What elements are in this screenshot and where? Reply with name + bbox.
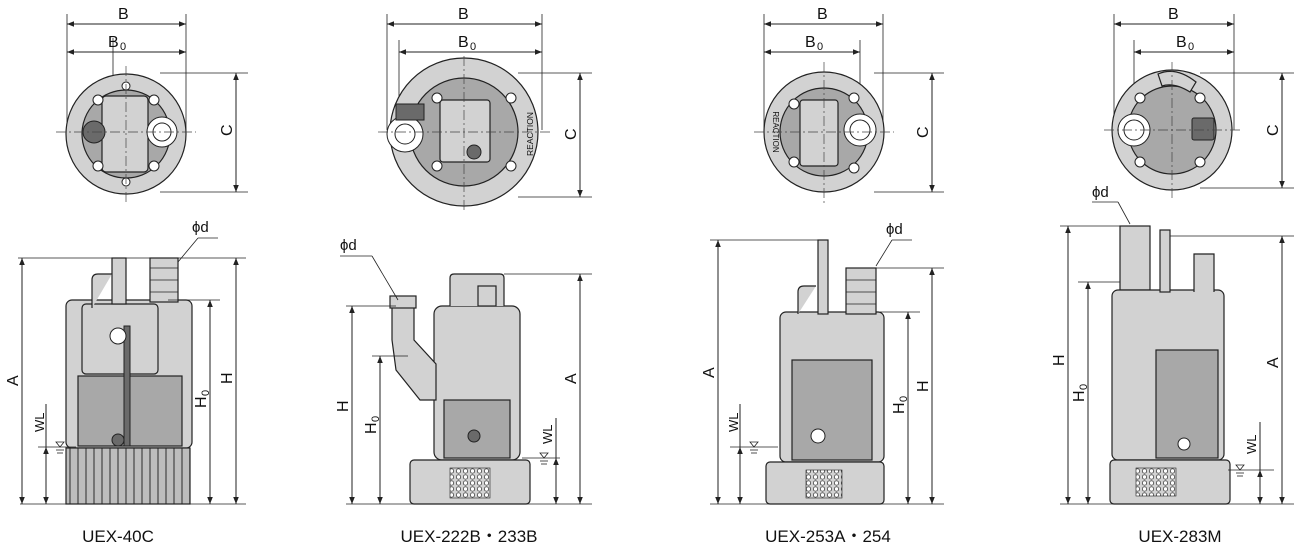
label-a: A [701,367,718,378]
reaction-mark-222b: REACTION [525,112,535,156]
front-view-uex-222b [340,255,592,505]
pump-uex-40c [18,14,248,505]
label-a: A [1265,357,1282,368]
svg-text:H: H [891,402,908,414]
label-b: B [1168,6,1179,23]
label-phi-d: ϕd [192,219,209,236]
svg-text:0: 0 [120,41,126,53]
top-view-uex-222b: REACTION [378,14,592,210]
svg-text:H: H [193,396,210,408]
svg-text:B: B [1176,34,1187,51]
svg-text:H: H [1071,390,1088,402]
svg-text:0: 0 [370,416,382,422]
svg-text:0: 0 [1188,41,1194,53]
label-h: H [1051,354,1068,366]
label-c: C [219,124,236,136]
front-view-uex-253a [710,239,944,505]
label-h: H [335,400,352,412]
top-view-uex-253a: REACTION [754,14,944,204]
label-wl: WL [726,413,741,433]
label-h0: H0 [363,416,382,434]
pump-uex-253a-254: REACTION [710,14,944,505]
label-a: A [5,375,22,386]
label-h: H [219,372,236,384]
reaction-mark-253a: REACTION [771,111,780,153]
svg-text:B: B [805,34,816,51]
svg-text:0: 0 [898,396,910,402]
model-captions: UEX-40C UEX-222B・233B UEX-253A・254 UEX-2… [82,527,1221,546]
label-h: H [915,380,932,392]
label-c: C [1265,124,1282,136]
label-b: B [118,6,129,23]
label-wl: WL [1244,435,1259,455]
label-h0: H0 [193,390,212,408]
label-phi-d: ϕd [340,237,357,254]
label-wl: WL [32,413,47,433]
label-h0: H0 [891,396,910,414]
top-view-uex-283m [1104,14,1294,200]
label-b: B [817,6,828,23]
label-phi-d: ϕd [886,221,903,238]
label-c: C [563,128,580,140]
pump-uex-283m [1060,14,1294,505]
model-name: UEX-222B・233B [400,527,537,546]
model-name: UEX-40C [82,527,154,546]
model-name: UEX-283M [1138,527,1221,546]
label-a: A [563,373,580,384]
svg-text:B: B [458,34,469,51]
svg-text:0: 0 [817,41,823,53]
label-phi-d: ϕd [1092,184,1109,201]
svg-text:0: 0 [470,41,476,53]
svg-text:0: 0 [1078,384,1090,390]
svg-text:B: B [108,34,119,51]
label-wl: WL [540,425,555,445]
label-h0: H0 [1071,384,1090,402]
svg-text:H: H [363,422,380,434]
pump-uex-222b-233b: REACTION [340,14,592,505]
svg-text:0: 0 [200,390,212,396]
front-view-uex-40c [18,237,246,505]
top-view-uex-40c [56,14,248,204]
label-c: C [915,126,932,138]
label-b: B [458,6,469,23]
model-name: UEX-253A・254 [765,527,891,546]
front-view-uex-283m [1060,201,1294,505]
